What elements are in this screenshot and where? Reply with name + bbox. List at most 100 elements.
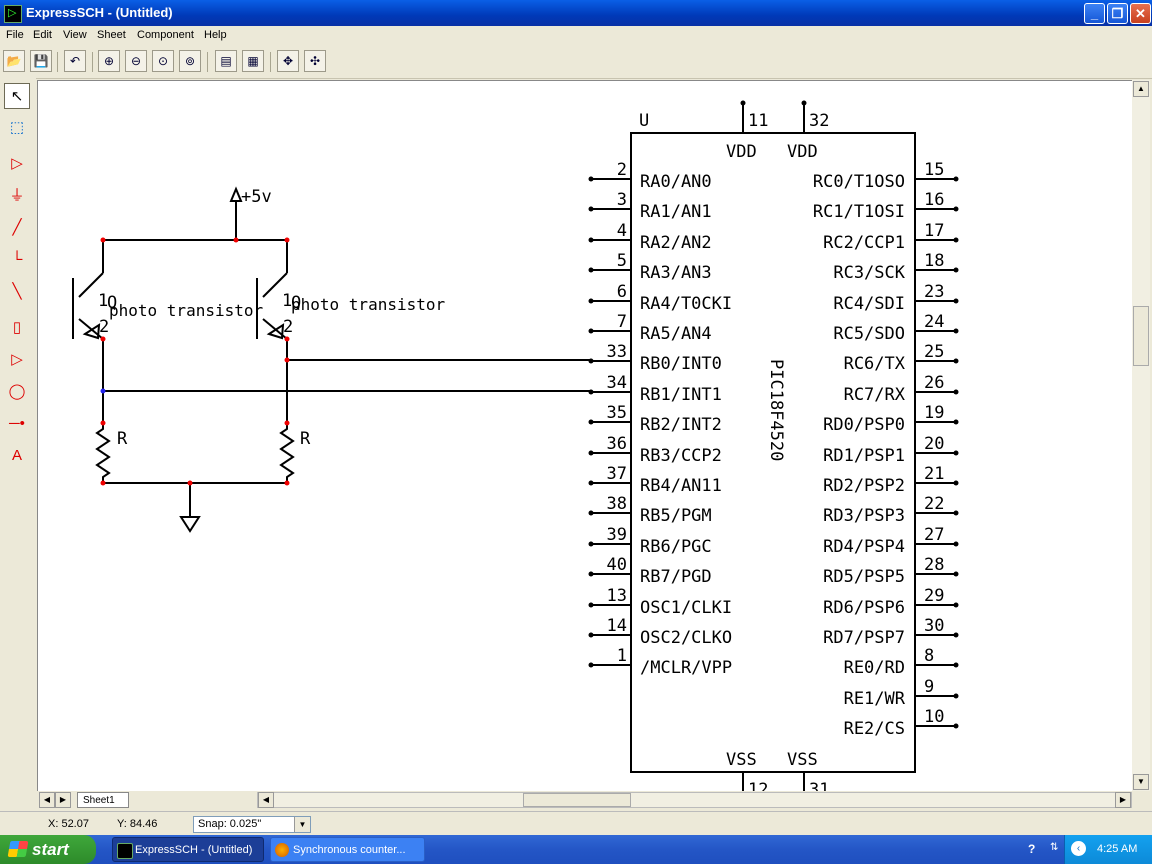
ic-pin-end [953, 419, 959, 425]
ic-pin-number: 33 [607, 342, 627, 362]
draw-corner-wire-icon[interactable]: └ [11, 251, 23, 268]
place-ground-icon[interactable]: ⏚ [9, 187, 25, 204]
ic-pin-name: RA1/AN1 [640, 202, 712, 222]
ic-pin-name: RB6/PGC [640, 537, 712, 557]
ic-pin-end [953, 267, 959, 273]
toolbar-separator [207, 52, 208, 72]
zoom-out-icon[interactable]: ⊖ [125, 50, 147, 72]
snap-select[interactable]: Snap: 0.025" ▼ [193, 816, 311, 833]
restore-button[interactable]: ❐ [1107, 3, 1128, 24]
tab-next-button[interactable]: ▶ [55, 792, 71, 808]
ic-pin-number: 19 [924, 403, 944, 423]
ic-pin-name: RB0/INT0 [640, 354, 722, 374]
place-box-icon[interactable]: ▯ [12, 319, 22, 336]
draw-bus-icon[interactable]: ╲ [12, 283, 22, 300]
zoom-page-icon[interactable]: ⊚ [179, 50, 201, 72]
ic-pin-name: OSC2/CLKO [640, 628, 732, 648]
place-port-icon[interactable]: ▷ [11, 351, 23, 368]
select-area-icon[interactable]: ⬚ [9, 119, 25, 136]
vertical-scroll-thumb[interactable] [1133, 306, 1149, 366]
horizontal-scrollbar[interactable]: ◀ ▶ [257, 792, 1132, 808]
ic-pin-end [588, 571, 594, 577]
tool-palette: ↖ ⬚ ▷ ⏚ ╱ └ ╲ ▯ ▷ ◯ ─• A ⬊ [0, 78, 36, 811]
close-button[interactable]: ✕ [1130, 3, 1151, 24]
ic-pin-end [588, 358, 594, 364]
select-arrow-icon[interactable]: ↖ [4, 83, 30, 109]
window-title: ExpressSCH - (Untitled) [26, 5, 173, 20]
sheet-settings-icon[interactable]: ▦ [242, 50, 264, 72]
zoom-in-icon[interactable]: ⊕ [98, 50, 120, 72]
ic-pin-name: RC5/SDO [833, 324, 905, 344]
ic-pin-end [953, 298, 959, 304]
place-component-icon[interactable]: ▷ [11, 155, 23, 172]
menu-help[interactable]: Help [204, 29, 227, 41]
undo-icon[interactable]: ↶ [64, 50, 86, 72]
ic-pin-number: 17 [924, 221, 944, 241]
ic-pin-end [953, 450, 959, 456]
ic-pin-number: 6 [617, 282, 627, 302]
ic-pin-end [953, 480, 959, 486]
ic-pin-number: 18 [924, 251, 944, 271]
ic-pin-end [588, 480, 594, 486]
ic-pin-name: RA4/T0CKI [640, 294, 732, 314]
zoom-area-icon[interactable]: ⊙ [152, 50, 174, 72]
show-hidden-icons-icon[interactable]: ‹ [1071, 841, 1086, 856]
place-junction-icon[interactable]: ─• [9, 415, 25, 432]
menu-sheet[interactable]: Sheet [97, 29, 126, 41]
scroll-down-button[interactable]: ▼ [1133, 774, 1149, 790]
help-icon[interactable]: ? [1028, 842, 1036, 856]
minimize-button[interactable]: _ [1084, 3, 1105, 24]
menu-edit[interactable]: Edit [33, 29, 52, 41]
ic-pin-end [953, 389, 959, 395]
horizontal-scroll-thumb[interactable] [523, 793, 631, 807]
tab-prev-button[interactable]: ◀ [39, 792, 55, 808]
ic-pin-end [953, 571, 959, 577]
move-text-icon[interactable]: ✣ [304, 50, 326, 72]
chevron-down-icon[interactable]: ▼ [294, 817, 310, 832]
sheet-tab-row: ◀ ▶ Sheet1 ◀ ▶ [0, 791, 1152, 811]
ic-pin-number: 2 [617, 160, 627, 180]
ic-pin-name: RB4/AN11 [640, 476, 722, 496]
clock: 4:25 AM [1097, 843, 1138, 855]
tray-arrow-icon[interactable]: ⇅ [1050, 842, 1059, 853]
taskbar-item-expresssch[interactable]: ExpressSCH - (Untitled) [112, 837, 264, 862]
ic-pin-name: RD2/PSP2 [823, 476, 905, 496]
schematic-drawing: +5v 1 Q photo transistor 2 1 Q photo tra… [72, 100, 959, 792]
move-icon[interactable]: ✥ [277, 50, 299, 72]
ic-pin-name: RC4/SDI [833, 294, 905, 314]
ic-pin-end [953, 510, 959, 516]
ic-pin-number: 39 [607, 525, 627, 545]
schematic-canvas[interactable]: +5v 1 Q photo transistor 2 1 Q photo tra… [37, 80, 1133, 792]
menu-component[interactable]: Component [137, 29, 194, 41]
properties-icon[interactable]: ▤ [215, 50, 237, 72]
ic-pin-number: 37 [607, 464, 627, 484]
scroll-right-button[interactable]: ▶ [1115, 792, 1131, 808]
vertical-scrollbar[interactable]: ▲ ▼ [1132, 80, 1150, 791]
ic-pin-end [953, 693, 959, 699]
ic-pin-name: RA0/AN0 [640, 172, 712, 192]
place-circle-icon[interactable]: ◯ [8, 383, 26, 400]
scroll-up-button[interactable]: ▲ [1133, 81, 1149, 97]
open-icon[interactable]: 📂 [3, 50, 25, 72]
sheet-tab[interactable]: Sheet1 [77, 792, 129, 808]
menu-view[interactable]: View [63, 29, 87, 41]
ic-pin-name: RD5/PSP5 [823, 567, 905, 587]
q1-ref-label: Q [107, 293, 117, 313]
ic-pin-11: 11 [748, 111, 768, 131]
start-button[interactable]: start [0, 835, 96, 864]
draw-wire-icon[interactable]: ╱ [12, 219, 22, 236]
menu-file[interactable]: File [6, 29, 24, 41]
ic-pin-number: 30 [924, 616, 944, 636]
q1-name-label: photo transistor [109, 301, 263, 320]
ic-pin-number: 4 [617, 221, 627, 241]
save-icon[interactable]: 💾 [30, 50, 52, 72]
ic-pin-number: 1 [617, 646, 627, 666]
ic-pin-number: 27 [924, 525, 944, 545]
scroll-left-button[interactable]: ◀ [258, 792, 274, 808]
ic-part-label: PIC18F4520 [766, 359, 786, 461]
ic-pin-number: 13 [607, 586, 627, 606]
ic-pin-number: 14 [607, 616, 627, 636]
taskbar-item-label: Synchronous counter... [293, 844, 406, 856]
taskbar-item-browser[interactable]: Synchronous counter... [270, 837, 425, 862]
place-text-icon[interactable]: A [11, 447, 22, 464]
